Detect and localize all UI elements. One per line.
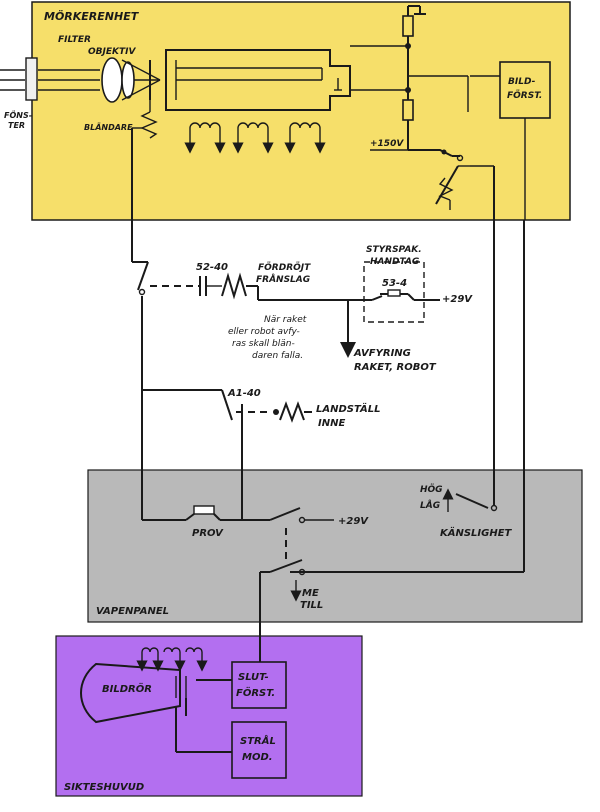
sikteshuvud-panel (55, 635, 363, 797)
me-label-1: ME (302, 588, 319, 599)
vapenpanel-title: VAPENPANEL (96, 606, 169, 617)
resistor-2 (402, 99, 414, 121)
fonster-label-1: FÖNS- (4, 110, 32, 120)
prov-label: PROV (192, 528, 224, 539)
hog-label: HÖG (420, 484, 443, 495)
resistor-1 (402, 15, 414, 37)
stral-mod-box (231, 721, 287, 779)
switch-53-4-label: 53-4 (382, 278, 407, 289)
avfyring-label-2: RAKET, ROBOT (354, 362, 437, 373)
bild-forst-label-2: FÖRST. (507, 90, 542, 101)
slut-forst-box (231, 661, 287, 709)
note-line-1: När raket (264, 315, 307, 325)
blandare-label: BLÄNDARE (84, 122, 133, 132)
landstall-label-2: INNE (318, 418, 345, 429)
styrspak-label-1: STYRSPAK. (366, 245, 422, 255)
stral-mod-label-1: STRÅL (240, 734, 276, 747)
landstall-label-1: LANDSTÄLL (316, 401, 381, 415)
kanslighet-label: KÄNSLIGHET (440, 525, 513, 539)
styrspak-handtag-box (363, 261, 425, 323)
styrspak-label-2: HANDTAG (370, 257, 419, 267)
fonster-label-2: TER (8, 121, 25, 130)
bild-forst-label-1: BILD- (508, 77, 536, 87)
lag-label: LÅG (420, 500, 440, 511)
objektiv-label: OBJEKTIV (88, 47, 136, 57)
stral-mod-label-2: MOD. (242, 752, 273, 763)
image-tube (165, 49, 351, 111)
slut-forst-label-1: SLUT- (238, 672, 269, 683)
v29-label: +29V (338, 516, 369, 527)
bild-forst-box (499, 61, 551, 119)
slut-forst-label-2: FÖRST. (236, 685, 275, 699)
relay-52-40-label: 52-40 (196, 262, 228, 273)
me-label-2: TILL (300, 600, 323, 611)
objective-lens (101, 57, 123, 103)
filter-label: FILTER (58, 35, 91, 45)
sikteshuvud-title: SIKTESHUVUD (64, 782, 144, 793)
voltage-150-label: +150V (370, 139, 404, 149)
relay-a1-40-label: A1-40 (227, 388, 261, 399)
morkerenhet-title: MÖRKERENHET (44, 9, 140, 23)
bildror-label: BILDRÖR (102, 681, 152, 695)
note-line-4: daren falla. (252, 351, 303, 361)
note-line-2: eller robot avfy- (228, 327, 300, 337)
avfyring-label-1: AVFYRING (353, 348, 411, 359)
crt-tube (80, 662, 181, 724)
vapenpanel-panel (87, 469, 583, 623)
window-glass (25, 57, 38, 101)
fordrojt-label-1: FÖRDRÖJT (258, 262, 311, 273)
note-line-3: ras skall blän- (232, 339, 295, 349)
fordrojt-label-2: FRÅNSLAG (256, 274, 310, 285)
v29-top-label: +29V (442, 294, 473, 305)
